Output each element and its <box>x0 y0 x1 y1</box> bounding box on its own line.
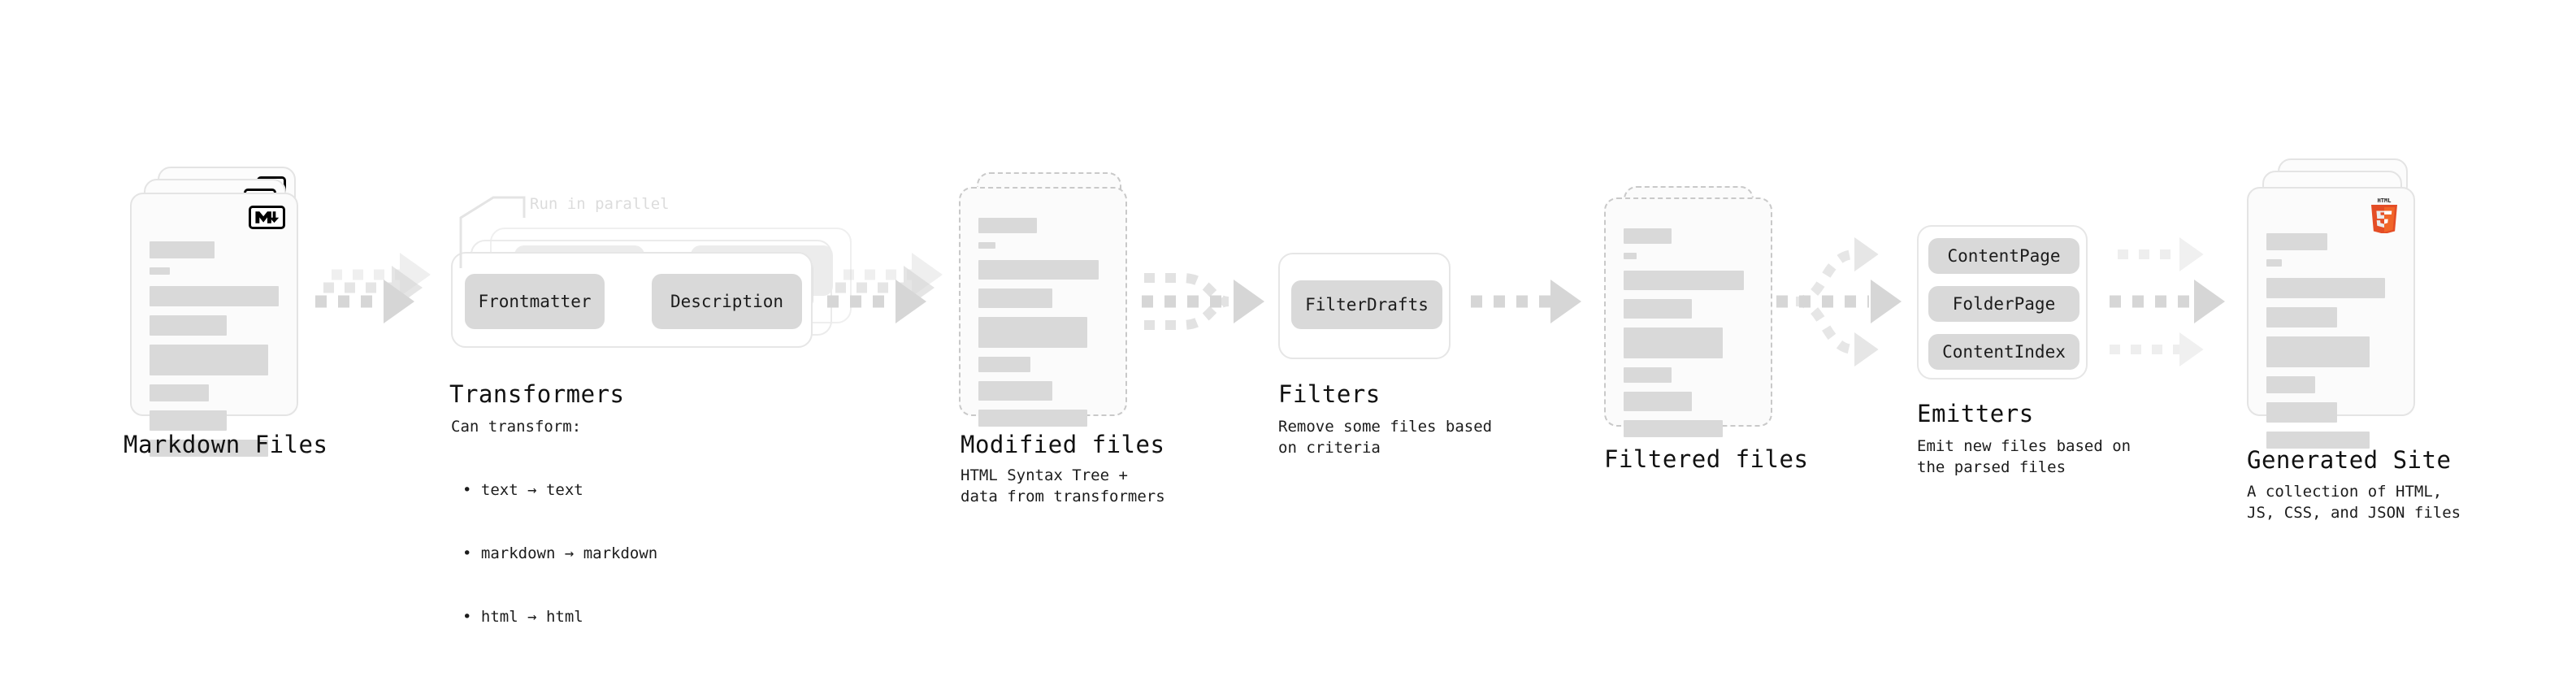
transformer-pill-description[interactable]: Description <box>652 274 802 329</box>
stage-title-modified-files: Modified files <box>961 431 1165 458</box>
site-card-front: HTML <box>2247 187 2415 449</box>
filters-subtitle: Remove some files based on criteria <box>1278 418 1493 457</box>
emitters-box: ContentPage FolderPage ContentIndex <box>1917 225 2088 380</box>
placeholder-lines <box>978 218 1108 436</box>
connector-markdown-to-transformers <box>315 253 431 323</box>
markdown-card-front <box>130 193 298 457</box>
connector-emitters-to-site <box>2110 236 2225 367</box>
markdown-icon <box>249 206 285 229</box>
modified-files-subtitle: HTML Syntax Tree + data from transformer… <box>961 466 1165 505</box>
connector-modified-to-filters <box>1142 273 1264 330</box>
transform-bullet-markdown: • markdown → markdown <box>462 544 658 562</box>
filters-box: FilterDrafts <box>1278 253 1451 359</box>
placeholder-lines <box>2266 233 2396 458</box>
transformer-pill-frontmatter[interactable]: Frontmatter <box>465 274 605 329</box>
emitter-pill-contentindex[interactable]: ContentIndex <box>1928 334 2079 370</box>
modified-card-front <box>959 187 1127 427</box>
transformers-subtitle-head: Can transform: <box>451 418 582 436</box>
stage-title-filtered-files: Filtered files <box>1604 445 1809 473</box>
svg-text:HTML: HTML <box>2378 197 2392 204</box>
transformers-bullets: • text → text • markdown → markdown • ht… <box>451 437 657 670</box>
stage-title-markdown-files: Markdown Files <box>124 431 328 458</box>
placeholder-lines <box>150 241 279 466</box>
generated-site-subtitle: A collection of HTML, JS, CSS, and JSON … <box>2247 483 2461 522</box>
emitter-pill-contentpage[interactable]: ContentPage <box>1928 238 2079 274</box>
transform-bullet-html: • html → html <box>462 608 583 626</box>
run-in-parallel-label: Run in parallel <box>530 195 670 213</box>
filter-pill-filterdrafts[interactable]: FilterDrafts <box>1291 280 1442 329</box>
connector-filtered-to-emitters <box>1776 236 1902 367</box>
emitter-pill-folderpage[interactable]: FolderPage <box>1928 286 2079 322</box>
filtered-card-front <box>1604 197 1772 437</box>
placeholder-lines <box>1624 228 1753 446</box>
emitters-subtitle: Emit new files based on the parsed files <box>1917 437 2131 476</box>
stage-title-filters: Filters <box>1278 380 1381 408</box>
stage-title-generated-site: Generated Site <box>2247 446 2452 474</box>
transformer-box-front: Frontmatter Description <box>451 252 813 348</box>
html5-icon: HTML <box>2368 196 2400 234</box>
stage-title-emitters: Emitters <box>1917 400 2034 427</box>
connector-filters-to-filtered <box>1471 280 1581 323</box>
stage-title-transformers: Transformers <box>449 380 625 408</box>
transform-bullet-text: • text → text <box>462 481 583 499</box>
